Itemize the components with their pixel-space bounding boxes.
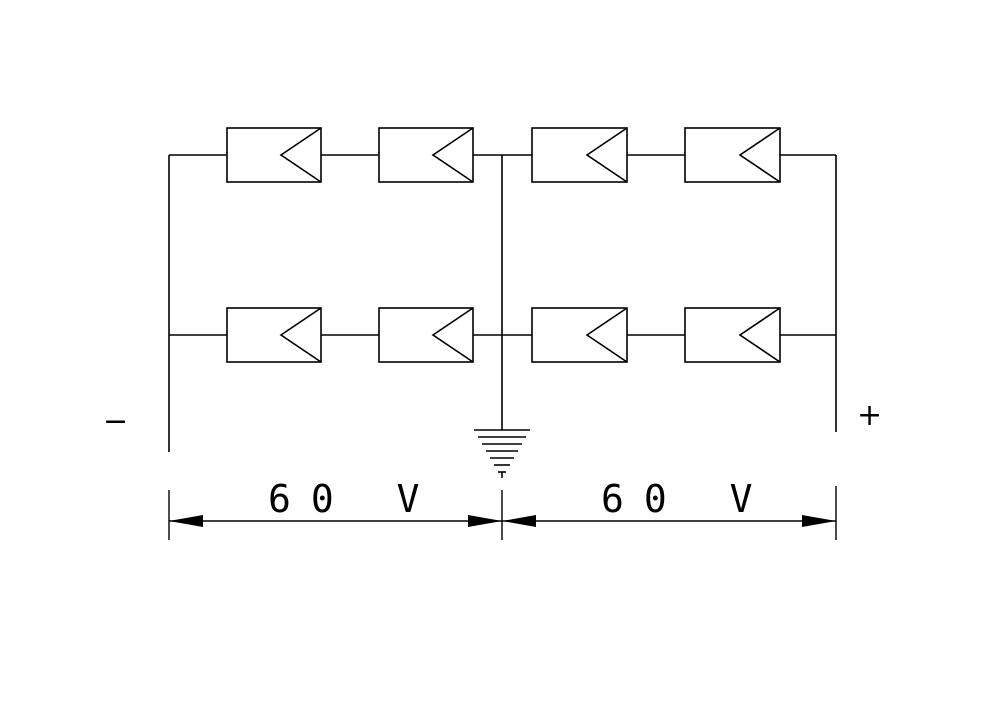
dimension-arrow-right-start (502, 515, 536, 527)
dimension-arrow-right-end (802, 515, 836, 527)
solar-panel-bottom-3 (531, 307, 628, 363)
ground-icon (474, 429, 530, 478)
solar-panel-bottom-1 (226, 307, 322, 363)
dimension-right (502, 486, 837, 540)
solar-panel-top-3 (531, 127, 628, 183)
positive-terminal-label: + (857, 398, 882, 433)
solar-panel-bottom-4 (684, 307, 781, 363)
solar-panel-bottom-2 (378, 307, 474, 363)
dimension-arrow-left-start (169, 515, 203, 527)
negative-terminal-label: − (103, 404, 128, 439)
solar-panel-top-4 (684, 127, 781, 183)
left-voltage-label: 60 V (268, 477, 440, 521)
solar-panel-top-1 (226, 127, 322, 183)
dimension-left (168, 490, 503, 540)
solar-panel-top-2 (378, 127, 474, 183)
right-voltage-label: 60 V (601, 477, 773, 521)
dimension-arrow-left-end (468, 515, 502, 527)
